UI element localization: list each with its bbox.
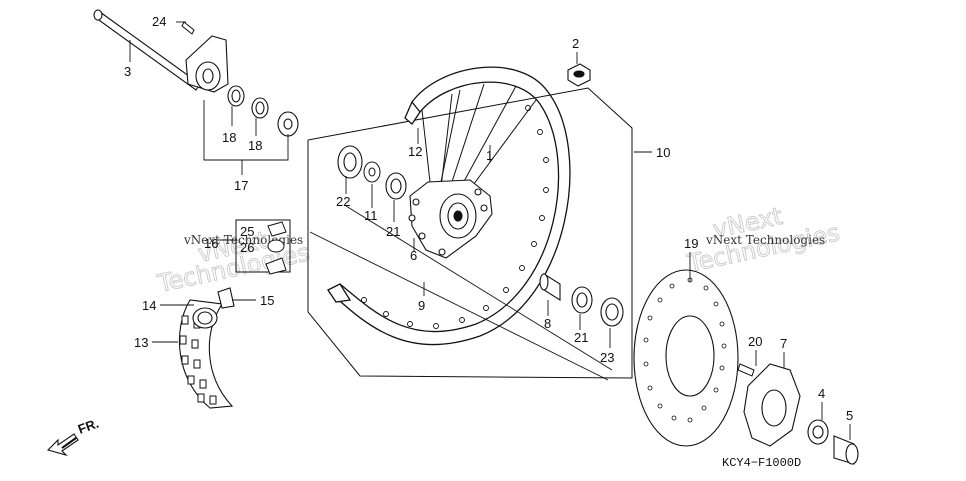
bearing-22	[337, 145, 363, 179]
callout-2: 2	[572, 36, 579, 51]
callout-17: 17	[234, 178, 248, 193]
callout-23: 23	[600, 350, 614, 365]
callout-18b: 18	[248, 138, 262, 153]
collar-4	[807, 419, 829, 445]
callout-5: 5	[846, 408, 853, 423]
callout-26: 26	[240, 240, 254, 255]
watermark-small-right: vNext Technologies	[705, 233, 825, 247]
brake-disc-19	[633, 269, 739, 447]
hub	[408, 179, 493, 259]
assembly-outline	[307, 87, 633, 379]
callout-22: 22	[336, 194, 350, 209]
callout-1: 1	[486, 148, 493, 163]
distance-collar-11	[363, 161, 381, 183]
callout-6: 6	[410, 248, 417, 263]
callout-13: 13	[134, 335, 148, 350]
washers-18	[227, 85, 269, 119]
rim-band-15	[217, 287, 235, 309]
callout-21b: 21	[574, 330, 588, 345]
callout-9: 9	[418, 298, 425, 313]
diagram-code: KCY4−F1000D	[722, 456, 801, 470]
tube-14	[192, 307, 218, 329]
watermark-group: vNext Technologies vNext Technologies vN…	[154, 201, 843, 298]
speedometer-gear	[277, 111, 299, 137]
dust-seal-23	[600, 297, 624, 327]
callout-14: 14	[142, 298, 156, 313]
callout-8: 8	[544, 316, 551, 331]
callout-4: 4	[818, 386, 825, 401]
callout-16: 16	[204, 236, 218, 251]
callout-25: 25	[240, 224, 254, 239]
bolt-20	[737, 363, 755, 377]
callout-18a: 18	[222, 130, 236, 145]
axle-3	[93, 9, 201, 91]
callout-12: 12	[408, 144, 422, 159]
callout-7: 7	[780, 336, 787, 351]
callout-20: 20	[748, 334, 762, 349]
front-direction-label: FR.	[76, 416, 101, 437]
bearing-21-lower	[571, 286, 593, 314]
callout-19: 19	[684, 236, 698, 251]
callout-10: 10	[656, 145, 670, 160]
speedometer-gearbox	[185, 35, 229, 93]
spacer-8	[539, 273, 561, 301]
callout-15: 15	[260, 293, 274, 308]
callout-3: 3	[124, 64, 131, 79]
callout-labels: 3 24 18 18 17 2 10 12 1 22 11 21 6 9 8 2…	[124, 14, 853, 423]
bearing-21-upper	[385, 172, 407, 200]
spacer-5	[833, 435, 859, 465]
callout-24: 24	[152, 14, 166, 29]
leader-lines	[129, 21, 851, 440]
callout-21a: 21	[386, 224, 400, 239]
front-direction-arrow: FR.	[46, 416, 101, 457]
spoke-set-16	[235, 219, 291, 275]
callout-11: 11	[364, 208, 378, 223]
axle-nut-2	[567, 63, 591, 87]
screw-24	[181, 21, 195, 35]
hub-flange-7	[743, 363, 801, 447]
